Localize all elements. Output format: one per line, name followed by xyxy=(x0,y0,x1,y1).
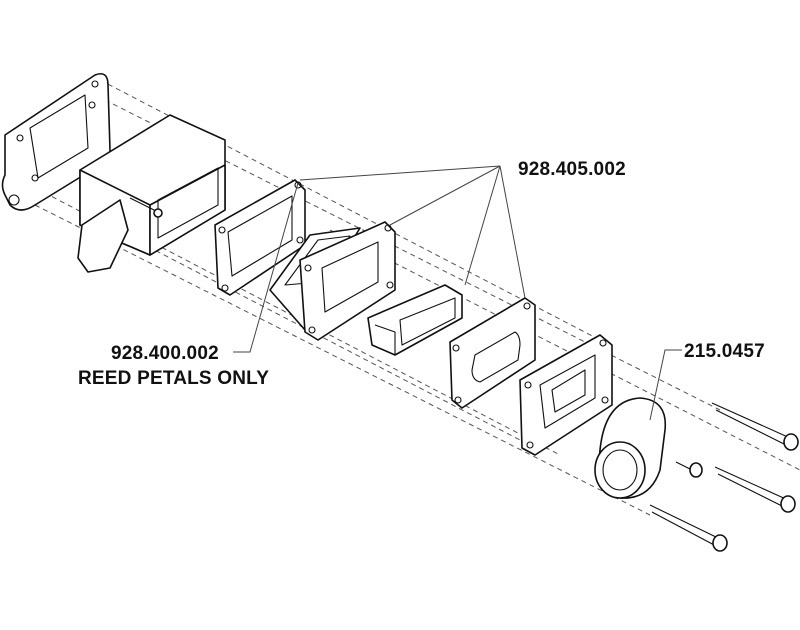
reed-housing xyxy=(77,114,226,273)
reed-insert xyxy=(367,284,463,356)
label-reed-gasket-part: 928.405.002 xyxy=(518,159,626,180)
reed-cage-plate xyxy=(299,221,396,341)
label-manifold-part: 215.0457 xyxy=(684,341,765,362)
outer-gasket xyxy=(1,72,111,211)
label-reed-petals-caption: REED PETALS ONLY xyxy=(78,368,269,389)
intake-flange xyxy=(519,334,613,456)
leader-lines xyxy=(233,165,682,421)
bolts xyxy=(649,402,799,552)
label-reed-petals-part: 928.400.002 xyxy=(111,343,219,364)
rubber-manifold xyxy=(594,397,667,499)
